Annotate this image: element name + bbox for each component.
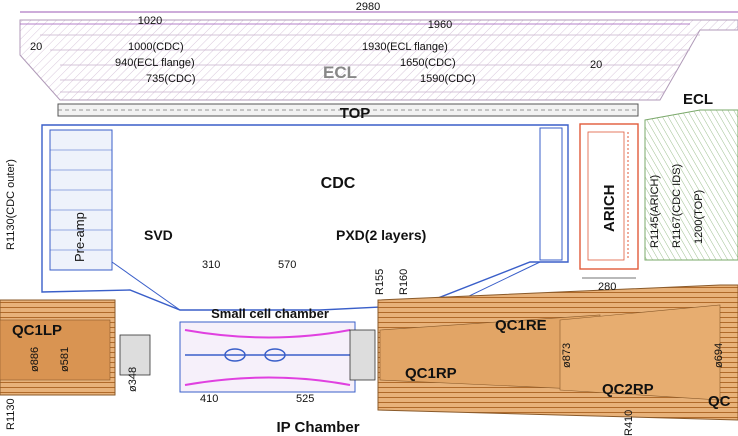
dim-phi873: ø873 [561,343,573,368]
magnet-qc1rp-label: QC1RP [405,365,457,382]
ecl-endcap-label: ECL [683,91,713,108]
cdc-volume [41,124,569,311]
magnet-qc2rp-label: QC2RP [602,381,654,398]
dim-1960: 1960 [428,19,452,31]
interaction-region [119,321,376,393]
svd-label: SVD [144,227,173,243]
dim-r155: R155 [374,269,386,295]
magnet-qc-right [377,284,738,421]
dim-phi348: ø348 [127,367,139,392]
dim-525: 525 [296,393,314,405]
magnet-qc-partial-label: QC [708,393,731,410]
dim-410: 410 [200,393,218,405]
dim-phi694: ø694 [713,343,725,368]
ip-chamber-label: IP Chamber [276,419,359,436]
r1145-arich-label: R1145(ARICH) [649,175,661,248]
dim-280: 280 [598,281,616,293]
magnet-qc1lp [0,299,116,396]
ecl-barrel-label: ECL [323,63,357,82]
r1200-top-label: 1200(TOP) [693,190,705,244]
dim-r160: R160 [398,269,410,295]
top-detector [57,103,639,117]
ecl-endcap [644,109,738,261]
dim-940-ecl-flange: 940(ECL flange) [115,57,195,69]
dim-1020: 1020 [138,15,162,27]
left-edge-radius-label-lower: R1130 [5,398,17,430]
dim-310: 310 [202,259,220,271]
dim-phi886: ø886 [29,347,41,372]
arich-module [579,123,639,279]
dim-1590-cdc: 1590(CDC) [420,73,476,85]
dim-2980: 2980 [356,1,380,13]
left-edge-radius-label: R1130(CDC outer) [5,159,17,250]
preamp-label: Pre-amp [72,212,87,262]
magnet-qc1re-label: QC1RE [495,317,547,334]
dim-20-right: 20 [590,59,602,71]
small-cell-chamber-label: Small cell chamber [211,306,329,321]
pxd-label: PXD(2 layers) [336,227,426,243]
magnet-qc1lp-label: QC1LP [12,322,62,339]
arich-label: ARICH [601,185,618,233]
dim-r410: R410 [623,410,635,436]
dim-1650-cdc: 1650(CDC) [400,57,456,69]
dim-20-left: 20 [30,41,42,53]
ecl-barrel [19,11,738,101]
top-label: TOP [340,105,371,122]
dim-phi581: ø581 [59,347,71,372]
dim-570: 570 [278,259,296,271]
dim-1930-ecl-flange: 1930(ECL flange) [362,41,448,53]
cdc-label: CDC [321,175,356,192]
dim-735-cdc: 735(CDC) [146,73,196,85]
dim-1000-cdc: 1000(CDC) [128,41,184,53]
r1167-cdc-ids-label: R1167(CDC IDS) [671,164,683,248]
